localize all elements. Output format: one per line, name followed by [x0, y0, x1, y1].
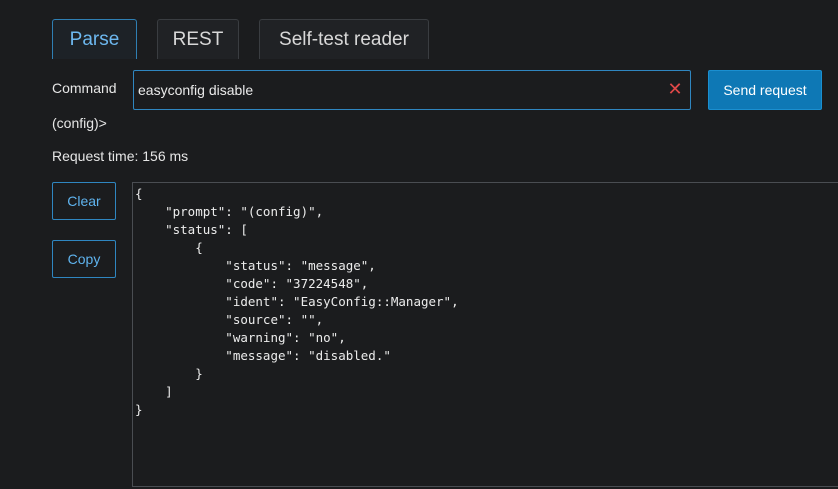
- copy-button[interactable]: Copy: [52, 240, 116, 278]
- tab-bar: Parse REST Self-test reader: [52, 19, 429, 59]
- response-json: { "prompt": "(config)", "status": [ { "s…: [135, 186, 459, 417]
- send-request-button[interactable]: Send request: [708, 70, 822, 110]
- tab-rest[interactable]: REST: [157, 19, 239, 59]
- command-field: ✕: [133, 70, 691, 110]
- prompt-text: (config)>: [52, 115, 107, 131]
- tab-self-test-reader[interactable]: Self-test reader: [259, 19, 429, 59]
- response-output[interactable]: { "prompt": "(config)", "status": [ { "s…: [132, 182, 838, 487]
- clear-button[interactable]: Clear: [52, 182, 116, 220]
- close-icon[interactable]: ✕: [667, 79, 683, 99]
- request-time: Request time: 156 ms: [52, 148, 189, 164]
- tab-parse[interactable]: Parse: [52, 19, 137, 59]
- command-input[interactable]: [134, 71, 658, 109]
- command-label: Command: [52, 80, 117, 96]
